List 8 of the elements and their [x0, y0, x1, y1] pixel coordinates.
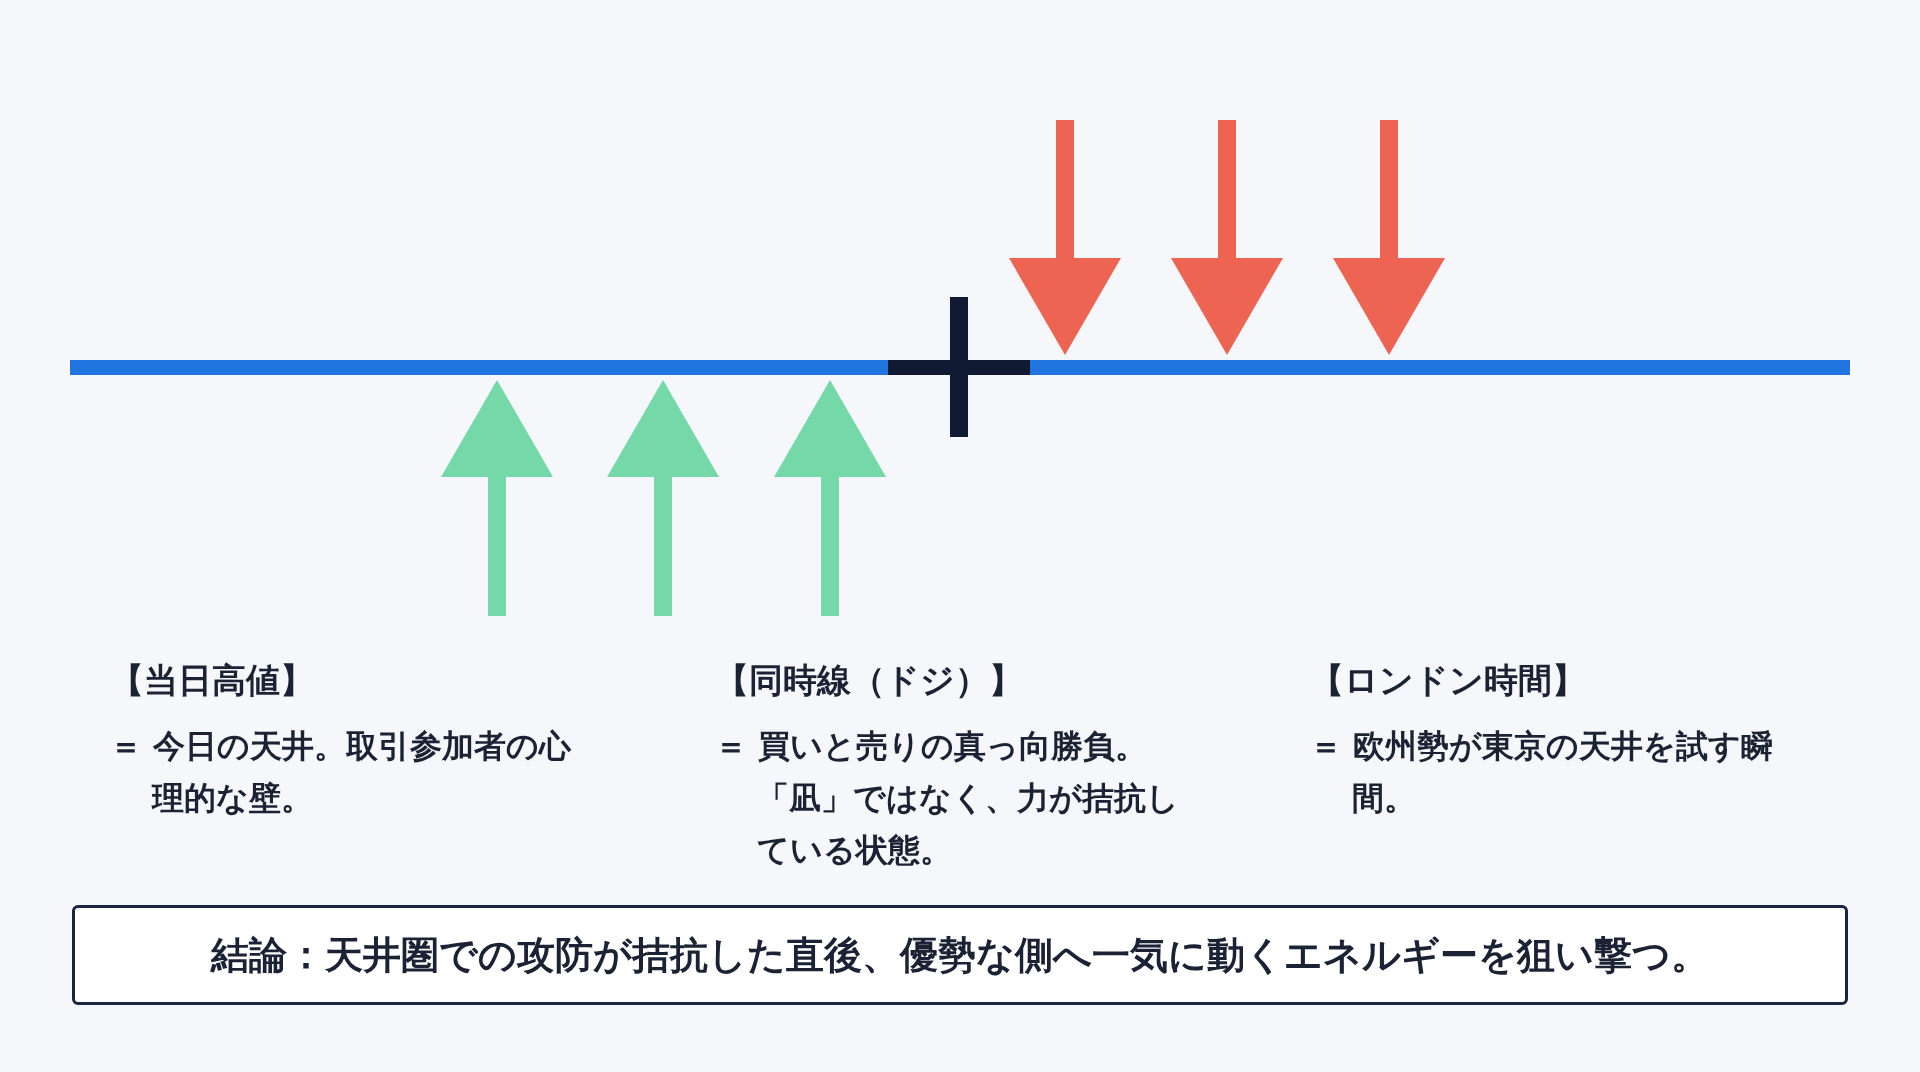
description-text: ＝ 買いと売りの真っ向勝負。「凪」ではなく、力が拮抗している状態。	[715, 726, 1180, 871]
heading: 【当日高値】	[110, 659, 315, 702]
description-text: ＝ 今日の天井。取引参加者の心理的な壁。	[110, 726, 573, 819]
heading: 【ロンドン時間】	[1310, 659, 1587, 702]
conclusion-box	[72, 905, 1848, 1005]
conclusion-text: 結論：天井圏での攻防が拮抗した直後、優勢な側へ一気に動くエネルギーを狙い撃つ。	[211, 931, 1709, 979]
heading: 【同時線（ドジ）】	[715, 659, 1024, 702]
description-text: ＝ 欧州勢が東京の天井を試す瞬間。	[1310, 726, 1775, 819]
